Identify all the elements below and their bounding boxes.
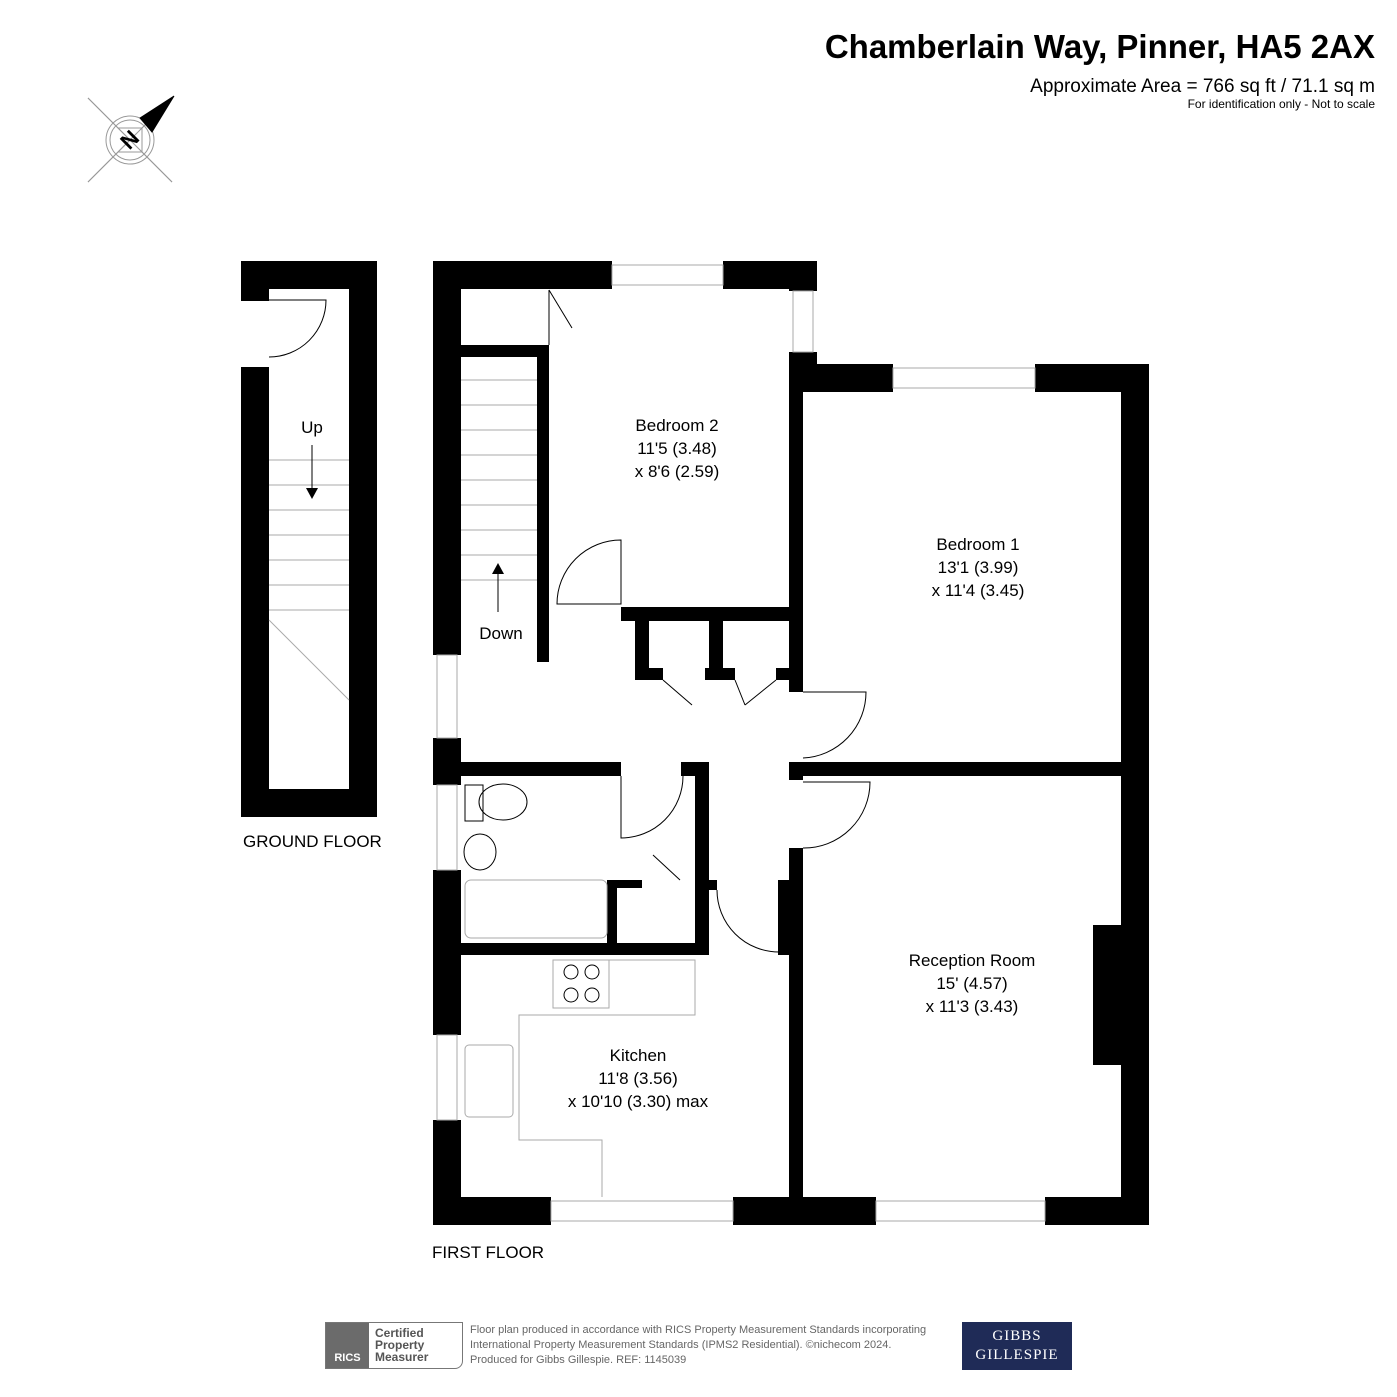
rics-badge: RICS Certified Property Measurer bbox=[325, 1322, 463, 1369]
first-floor-stairs-label: Down bbox=[479, 624, 523, 643]
room-dim: x 8'6 (2.59) bbox=[634, 462, 720, 481]
rics-cert-line: Measurer bbox=[375, 1350, 429, 1364]
room-reception: Reception Room 15' (4.57) x 11'3 (3.43) bbox=[909, 949, 1036, 1018]
room-name: Bedroom 1 bbox=[936, 535, 1020, 554]
approximate-area: Approximate Area = 766 sq ft / 71.1 sq m bbox=[1030, 76, 1375, 97]
agent-logo-line: GIBBS bbox=[992, 1328, 1042, 1344]
rics-cert-line: Certified bbox=[375, 1326, 424, 1340]
first-floor-label: FIRST FLOOR bbox=[432, 1243, 545, 1262]
footer-line: Produced for Gibbs Gillespie. REF: 11450… bbox=[470, 1354, 687, 1366]
room-kitchen: Kitchen 11'8 (3.56) x 10'10 (3.30) max bbox=[568, 1044, 708, 1113]
scale-note: For identification only - Not to scale bbox=[1187, 97, 1375, 111]
compass-icon: N bbox=[87, 95, 175, 183]
room-name: Reception Room bbox=[908, 951, 1036, 970]
room-name: Kitchen bbox=[609, 1046, 667, 1065]
agent-logo-line: GILLESPIE bbox=[975, 1347, 1059, 1363]
footer-line: Floor plan produced in accordance with R… bbox=[470, 1324, 927, 1336]
ground-floor-plan bbox=[241, 261, 377, 817]
room-dim: x 11'4 (3.45) bbox=[931, 581, 1025, 600]
room-dim: x 11'3 (3.43) bbox=[925, 997, 1019, 1016]
property-title: Chamberlain Way, Pinner, HA5 2AX bbox=[824, 28, 1375, 65]
rics-cert-line: Property bbox=[375, 1338, 425, 1352]
room-dim: x 10'10 (3.30) max bbox=[567, 1092, 709, 1111]
room-dim: 13'1 (3.99) bbox=[937, 558, 1019, 577]
ground-floor-label: GROUND FLOOR bbox=[243, 832, 382, 851]
room-dim: 15' (4.57) bbox=[936, 974, 1008, 993]
room-dim: 11'5 (3.48) bbox=[637, 439, 717, 458]
ground-floor-stairs-label: Up bbox=[301, 418, 323, 437]
rics-logo: RICS bbox=[326, 1323, 369, 1368]
room-bedroom-1: Bedroom 1 13'1 (3.99) x 11'4 (3.45) bbox=[932, 533, 1025, 602]
room-bedroom-2: Bedroom 2 11'5 (3.48) x 8'6 (2.59) bbox=[635, 414, 720, 483]
room-dim: 11'8 (3.56) bbox=[598, 1069, 678, 1088]
agent-logo: GIBBS GILLESPIE bbox=[962, 1322, 1072, 1370]
room-name: Bedroom 2 bbox=[635, 416, 719, 435]
first-floor-plan bbox=[433, 261, 1149, 1225]
footer-line: International Property Measurement Stand… bbox=[470, 1339, 892, 1351]
footer-disclaimer: Floor plan produced in accordance with R… bbox=[470, 1323, 926, 1368]
